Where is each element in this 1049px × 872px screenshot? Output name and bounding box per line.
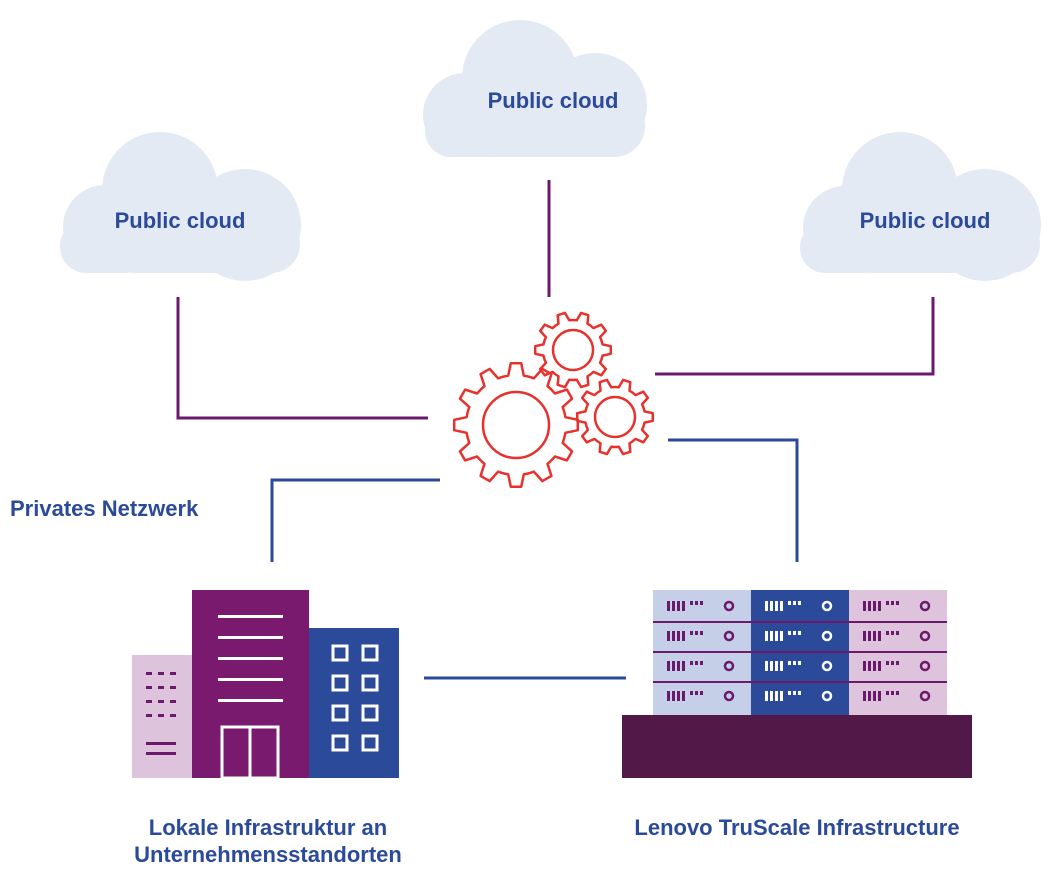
orchestration-gears-icon: [452, 311, 655, 489]
server-unit-icon: [863, 630, 931, 642]
cloud-label-right: Public cloud: [859, 208, 991, 233]
server-unit-icon: [863, 600, 931, 612]
cloud-shape-center: [423, 20, 647, 157]
server-unit-icon: [765, 630, 833, 642]
server-rack-icon: [622, 590, 972, 778]
local-infrastructure-line2: Unternehmensstandorten: [134, 842, 402, 867]
server-unit-icon: [765, 600, 833, 612]
server-unit-icon: [667, 600, 735, 612]
cloud-label-left: Public cloud: [114, 208, 246, 233]
connector-right-cloud: [655, 297, 935, 376]
gear-1-icon: [452, 361, 580, 489]
server-unit-icon: [765, 660, 833, 672]
cloud-shape-left: [60, 132, 301, 281]
connector-truscale: [668, 438, 799, 562]
server-unit-icon: [667, 660, 735, 672]
private-network-label: Privates Netzwerk: [10, 496, 199, 521]
server-unit-icon: [863, 690, 931, 702]
server-unit-icon: [667, 630, 735, 642]
server-unit-icon: [765, 690, 833, 702]
truscale-label: Lenovo TruScale Infrastructure: [634, 815, 960, 840]
cloud-shape-right: [800, 132, 1041, 281]
gear-2-icon: [533, 311, 613, 389]
connector-private-network: [270, 478, 440, 562]
cloud-label-center: Public cloud: [487, 88, 619, 113]
building-icon: [132, 590, 399, 780]
gear-3-icon: [575, 378, 655, 456]
local-infrastructure-line1: Lokale Infrastruktur an: [148, 815, 388, 840]
gear-1-hub: [481, 390, 551, 460]
connector-left-cloud: [176, 297, 428, 420]
server-unit-icon: [667, 690, 735, 702]
gear-3-hub: [593, 395, 637, 439]
local-infrastructure-label: Lokale Infrastruktur an Unternehmensstan…: [134, 814, 402, 868]
gear-2-hub: [551, 328, 595, 372]
server-unit-icon: [863, 660, 931, 672]
